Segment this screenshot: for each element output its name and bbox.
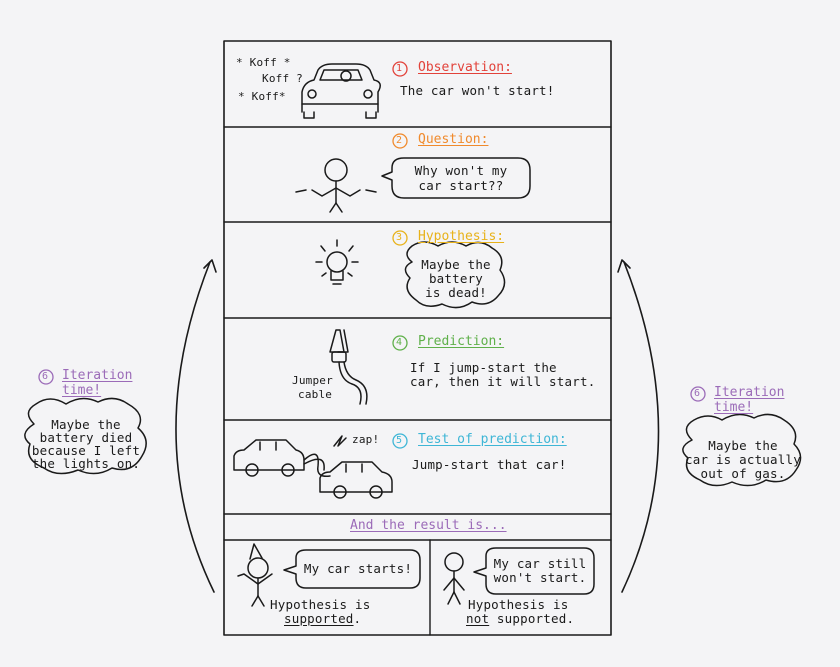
step-5-circle (392, 433, 408, 449)
jumper-cable-icon (329, 329, 368, 405)
lightbulb-icon (315, 239, 359, 285)
right-iteration-bubble-line-3: out of gas. (700, 466, 786, 481)
question-bubble-line-1: Why won't my (414, 163, 508, 178)
step-2-number: 2 (396, 135, 403, 146)
left-iteration-bubble-line-1: Maybe the (51, 417, 121, 432)
prediction-text-line-1: If I jump-start the (410, 360, 557, 375)
question-bubble (381, 157, 531, 199)
jump-start-cars-icon (233, 435, 393, 499)
car-front-icon (301, 63, 381, 119)
result-heading: And the result is... (350, 518, 507, 533)
test-text: Jump-start that car! (412, 457, 567, 472)
step-5-number: 5 (396, 435, 403, 446)
not-supported-bubble-line-1: My car still (493, 556, 587, 571)
step-1-number: 1 (396, 63, 403, 74)
not-supported-bubble (473, 547, 595, 595)
flowchart-frame (223, 40, 612, 636)
jumper-cable-label-line-1: Jumper (292, 374, 333, 387)
step-2-circle (392, 133, 408, 149)
hypothesis-bubble-line-2: battery (428, 271, 484, 286)
step-4-circle (392, 335, 408, 351)
jumper-cable-label-line-2: cable (298, 388, 333, 401)
hypothesis-bubble-line-1: Maybe the (421, 257, 491, 272)
question-title: Question: (418, 132, 489, 147)
confused-person-icon (295, 158, 377, 213)
right-iteration-arrow (621, 261, 660, 593)
left-iteration-bubble-line-4: the lights on. (31, 456, 141, 471)
supported-bubble (283, 549, 421, 589)
supported-suffix: supported. (489, 611, 575, 626)
not-supported-line-2: not supported. (466, 612, 574, 626)
step-1-circle (392, 61, 408, 77)
right-iteration-arrowhead (617, 259, 631, 273)
not-supported-line-1: Hypothesis is (468, 597, 569, 612)
cough-sound-1: * Koff * (236, 56, 291, 69)
step-3-circle (392, 230, 408, 246)
observation-text: The car won't start! (400, 83, 555, 98)
right-iteration-cloud (682, 413, 802, 487)
left-iteration-arrow (175, 261, 215, 593)
left-iteration-title-line-1: Iteration (62, 368, 133, 383)
step-6-right-number: 6 (694, 388, 701, 399)
right-iteration-title-line-1: Iteration (714, 385, 785, 400)
left-iteration-title-line-2: time! (62, 383, 102, 398)
step-6-left-circle (38, 369, 54, 385)
zap-label: zap! (352, 433, 380, 446)
happy-person-icon (237, 543, 273, 607)
hypothesis-title: Hypothesis: (418, 229, 505, 244)
test-title: Test of prediction: (418, 432, 567, 447)
step-4-number: 4 (396, 337, 403, 348)
supported-bubble-text: My car starts! (303, 561, 413, 576)
step-3-number: 3 (396, 232, 403, 243)
left-iteration-arrowhead (203, 259, 217, 273)
left-iteration-bubble-line-2: battery died (39, 430, 133, 445)
step-6-left-number: 6 (42, 371, 49, 382)
left-iteration-bubble-line-3: because I left (31, 443, 141, 458)
left-iteration-cloud (24, 397, 147, 475)
right-iteration-bubble-line-1: Maybe the (708, 438, 778, 453)
right-iteration-bubble-line-2: car is actually (685, 452, 801, 467)
prediction-title: Prediction: (418, 334, 505, 349)
observation-title: Observation: (418, 60, 512, 75)
supported-period: . (353, 611, 362, 626)
step-6-right-circle (690, 386, 706, 402)
supported-word: supported (284, 611, 354, 626)
supported-line-1: Hypothesis is (270, 597, 371, 612)
not-supported-bubble-line-2: won't start. (493, 570, 587, 585)
hypothesis-bubble-line-3: is dead! (425, 285, 487, 300)
prediction-text-line-2: car, then it will start. (410, 374, 596, 389)
cough-sound-3: * Koff* (238, 90, 286, 103)
supported-line-2: supported. (284, 612, 361, 626)
hypothesis-cloud-bubble (404, 241, 506, 309)
neutral-person-icon (443, 552, 465, 605)
cough-sound-2: Koff ? (262, 72, 303, 85)
question-bubble-line-2: car start?? (418, 178, 504, 193)
right-iteration-title-line-2: time! (714, 400, 754, 415)
not-word: not (466, 611, 490, 626)
